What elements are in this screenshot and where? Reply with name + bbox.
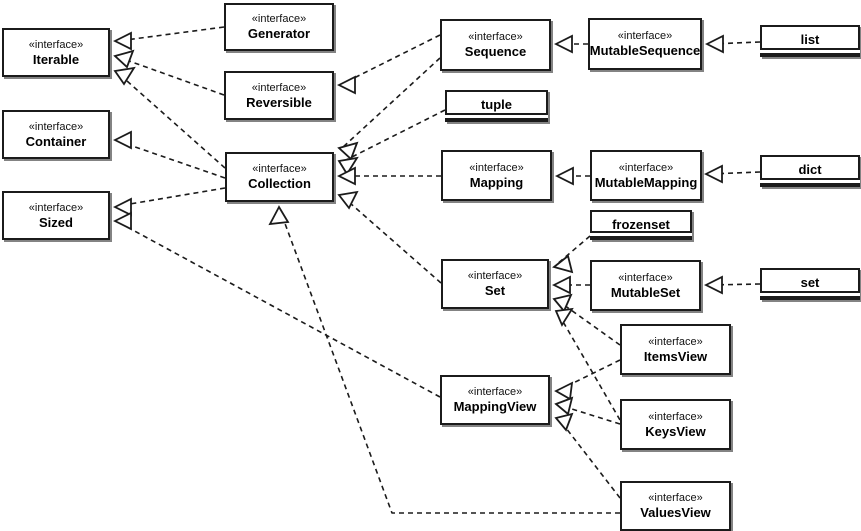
edge-list-implements-mutablesequence — [704, 34, 761, 54]
class-box-reversible[interactable]: «interface»Reversible — [224, 71, 334, 120]
class-box-frozenset[interactable]: frozenset — [590, 210, 692, 240]
stereotype-label: «interface» — [467, 386, 523, 398]
stereotype-label: «interface» — [28, 38, 84, 51]
stereotype-label: «interface» — [251, 13, 307, 25]
class-box-container[interactable]: «interface»Container — [2, 110, 110, 159]
stereotype-label: «interface» — [618, 161, 674, 174]
box-stack-decoration — [760, 48, 860, 57]
edge-generator-implements-iterable — [112, 26, 225, 51]
edge-collection-implements-sized — [112, 187, 226, 217]
class-name-label: Reversible — [246, 94, 312, 110]
class-name-label: Iterable — [32, 51, 80, 67]
class-box-mutablemapping[interactable]: «interface»MutableMapping — [590, 150, 702, 201]
edge-sequence-implements-reversible — [336, 34, 441, 95]
class-name-label: MappingView — [453, 399, 537, 414]
edge-valuesview-implements-mappingview — [554, 412, 621, 499]
class-name-label: Mapping — [469, 174, 524, 190]
class-name-label: Generator — [247, 26, 311, 41]
edge-collection-implements-iterable — [113, 66, 226, 169]
stereotype-label: «interface» — [28, 120, 84, 133]
class-name-label: MutableSet — [610, 284, 681, 300]
class-name-label: Sized — [39, 214, 73, 230]
box-stack-decoration — [590, 231, 692, 240]
edge-keysview-implements-mappingview — [554, 396, 621, 425]
stereotype-label: «interface» — [617, 30, 673, 42]
class-name-label: MutableSequence — [589, 43, 701, 58]
class-box-collection[interactable]: «interface»Collection — [225, 152, 334, 202]
edge-sequence-implements-collection — [337, 57, 441, 161]
edge-dict-implements-mutablemapping — [703, 164, 761, 184]
edge-mutableset-implements-set — [551, 275, 590, 295]
edge-tuple-implements-collection — [337, 109, 446, 176]
edge-keysview-implements-set — [554, 307, 621, 421]
edge-set-implements-mutableset — [703, 275, 761, 295]
edge-valuesview-implements-collection — [268, 205, 620, 514]
class-box-itemsview[interactable]: «interface»ItemsView — [620, 324, 731, 375]
class-name-label: frozenset — [612, 217, 670, 232]
class-name-label: ItemsView — [643, 348, 708, 364]
class-box-valuesview[interactable]: «interface»ValuesView — [620, 481, 731, 531]
class-box-set_abc[interactable]: «interface»Set — [441, 259, 549, 309]
stereotype-label: «interface» — [618, 271, 673, 284]
stereotype-label: «interface» — [251, 81, 307, 94]
stereotype-label: «interface» — [28, 201, 84, 214]
class-box-iterable[interactable]: «interface»Iterable — [2, 28, 110, 77]
edge-mapping-implements-collection — [336, 166, 441, 186]
class-box-tuple[interactable]: tuple — [445, 90, 548, 122]
class-box-mutableset[interactable]: «interface»MutableSet — [590, 260, 701, 311]
class-box-mapping[interactable]: «interface»Mapping — [441, 150, 552, 201]
class-name-label: tuple — [480, 97, 513, 112]
class-box-set[interactable]: set — [760, 268, 860, 300]
stereotype-label: «interface» — [648, 335, 703, 348]
class-name-label: Container — [25, 133, 87, 149]
edge-mutablemapping-implements-mapping — [554, 166, 590, 186]
class-box-sequence[interactable]: «interface»Sequence — [440, 19, 551, 71]
class-box-keysview[interactable]: «interface»KeysView — [620, 399, 731, 450]
box-stack-decoration — [760, 291, 860, 300]
class-name-label: Collection — [248, 176, 311, 191]
class-box-list[interactable]: list — [760, 25, 860, 57]
stereotype-label: «interface» — [469, 161, 524, 174]
edge-frozenset-implements-set — [552, 235, 591, 274]
class-name-label: Sequence — [464, 44, 527, 59]
class-box-generator[interactable]: «interface»Generator — [224, 3, 334, 51]
edge-collection-implements-container — [112, 130, 226, 179]
edge-itemsview-implements-mappingview — [554, 359, 621, 401]
stereotype-label: «interface» — [467, 270, 523, 282]
edge-reversible-implements-iterable — [113, 49, 225, 96]
edge-set-implements-collection — [337, 190, 442, 284]
class-name-label: MutableMapping — [594, 174, 698, 190]
edge-mappingview-implements-sized — [112, 211, 441, 398]
stereotype-label: «interface» — [468, 31, 523, 43]
stereotype-label: «interface» — [648, 492, 703, 504]
class-box-dict[interactable]: dict — [760, 155, 860, 187]
class-name-label: set — [800, 275, 820, 290]
class-name-label: list — [800, 32, 820, 47]
class-name-label: KeysView — [645, 423, 706, 439]
edge-mutablesequence-implements-sequence — [553, 34, 588, 54]
class-box-mutablesequence[interactable]: «interface»MutableSequence — [588, 18, 702, 70]
class-name-label: Set — [484, 283, 506, 298]
class-name-label: dict — [798, 162, 822, 177]
stereotype-label: «interface» — [648, 410, 703, 423]
box-stack-decoration — [760, 178, 860, 187]
stereotype-label: «interface» — [252, 163, 307, 175]
class-box-sized[interactable]: «interface»Sized — [2, 191, 110, 240]
class-name-label: ValuesView — [640, 505, 711, 520]
box-stack-decoration — [445, 113, 548, 122]
class-box-mappingview[interactable]: «interface»MappingView — [440, 375, 550, 425]
